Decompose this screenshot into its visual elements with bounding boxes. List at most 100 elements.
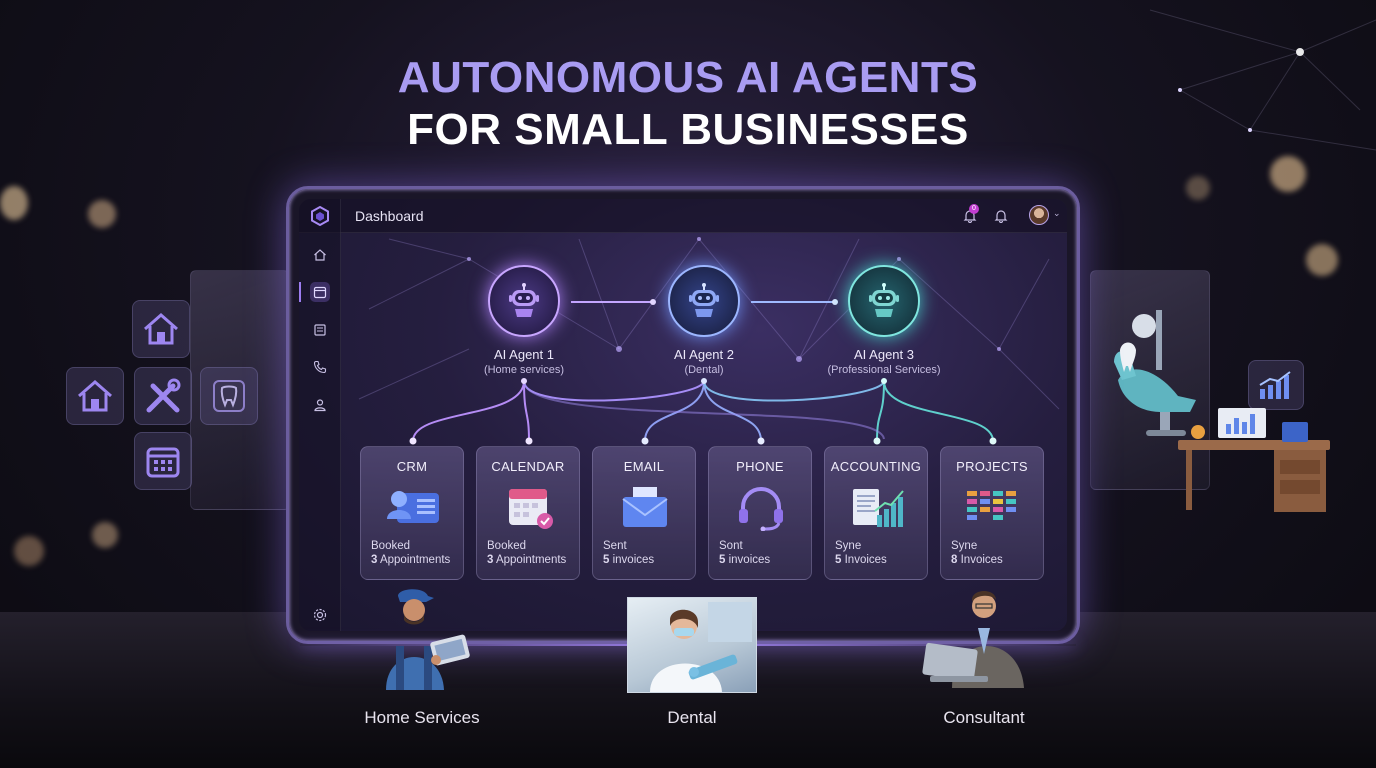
sidebar-item-documents[interactable]: [310, 320, 330, 340]
card-metric: 5 Invoices: [835, 554, 887, 566]
gear-icon: [313, 608, 327, 622]
agent-1-orb[interactable]: [488, 265, 560, 337]
app-logo[interactable]: [309, 205, 331, 227]
card-projects[interactable]: PROJECTS Syne 8 Invoices: [940, 446, 1044, 580]
bokeh-light: [92, 522, 118, 548]
home-tile: [132, 300, 190, 358]
agent-2-label: AI Agent 2 (Dental): [624, 347, 784, 376]
agent-2-name: AI Agent 2: [674, 347, 734, 362]
consultant-label: Consultant: [943, 708, 1025, 727]
agent-2-subtitle: (Dental): [684, 364, 724, 376]
consultant-illustration: [922, 591, 1024, 688]
card-title: PROJECTS: [956, 459, 1028, 474]
card-accounting[interactable]: ACCOUNTING Syne 5 Invoices: [824, 446, 928, 580]
tooth-tile: [200, 367, 258, 425]
headline-line-2: FOR SMALL BUSINESSES: [407, 105, 969, 154]
card-unit: Appointments: [495, 554, 567, 566]
card-calendar[interactable]: CALENDAR Booked 3 Appointments: [476, 446, 580, 580]
dentist-illustration: [650, 602, 752, 692]
card-title: PHONE: [736, 459, 784, 474]
bokeh-light: [0, 186, 28, 220]
robot-icon: [869, 283, 899, 317]
card-count: 5: [835, 554, 842, 566]
dashboard-screen: Dashboard 0 ⌄: [299, 199, 1067, 631]
card-unit: invoices: [612, 554, 655, 566]
card-status: Syne: [835, 540, 862, 552]
sidebar-item-settings[interactable]: [310, 605, 330, 625]
bokeh-light: [14, 536, 44, 566]
dental-chair-illustration: [1114, 310, 1196, 436]
headline: AUTONOMOUS AI AGENTS FOR SMALL BUSINESSE…: [0, 54, 1376, 158]
home-icon: [144, 313, 178, 345]
card-title: CALENDAR: [491, 459, 565, 474]
agent-3-orb[interactable]: [848, 265, 920, 337]
home-services-label: Home Services: [364, 708, 480, 727]
alerts-button[interactable]: [992, 207, 1010, 225]
user-icon: [314, 399, 326, 412]
tablet-frame: Dashboard 0 ⌄: [286, 186, 1080, 644]
card-metric: 8 Invoices: [951, 554, 1003, 566]
sidebar-item-phone[interactable]: [310, 357, 330, 377]
card-crm[interactable]: CRM Booked 3 Appointments: [360, 446, 464, 580]
agent-1-label: AI Agent 1 (Home services): [444, 347, 604, 376]
bell-icon: [994, 210, 1008, 223]
bokeh-light: [1186, 176, 1210, 200]
tools-icon: [146, 378, 181, 413]
calendar-check-icon: [509, 489, 553, 529]
home-icon: [78, 380, 112, 412]
chart-tile: [1248, 360, 1304, 410]
card-unit: Invoices: [960, 554, 1003, 566]
page-title: Dashboard: [355, 208, 424, 224]
top-bar: [299, 199, 1067, 233]
card-count: 3: [371, 554, 378, 566]
card-status: Booked: [487, 540, 527, 552]
headset-icon: [739, 487, 783, 531]
card-title: EMAIL: [623, 459, 665, 474]
robot-icon: [689, 283, 719, 317]
card-title: CRM: [396, 459, 428, 474]
sidebar: [299, 199, 341, 631]
card-status: Sont: [719, 540, 743, 552]
desk-illustration: [1178, 408, 1330, 512]
tools-tile: [134, 367, 192, 425]
agent-1-subtitle: (Home services): [483, 364, 565, 376]
tooth-icon: [213, 380, 245, 412]
agent-3-name: AI Agent 3: [854, 347, 914, 362]
hexagon-logo-icon: [311, 206, 329, 226]
growth-chart-icon: [1259, 371, 1291, 399]
headline-line-1: AUTONOMOUS AI AGENTS: [397, 53, 979, 102]
card-status: Booked: [371, 540, 411, 552]
notification-badge: 0: [969, 204, 979, 214]
card-email[interactable]: EMAIL Sent 5 invoices: [592, 446, 696, 580]
background-network: [1149, 9, 1376, 151]
sidebar-item-home[interactable]: [310, 245, 330, 265]
agent-3-label: AI Agent 3 (Professional Services): [804, 347, 964, 376]
agent-3-subtitle: (Professional Services): [827, 364, 941, 376]
agent-network: [358, 237, 1060, 445]
bokeh-light: [1306, 244, 1338, 276]
card-unit: invoices: [728, 554, 771, 566]
dental-photo: [627, 597, 757, 693]
dental-label: Dental: [667, 708, 717, 727]
card-count: 8: [951, 554, 958, 566]
sidebar-item-contacts[interactable]: [310, 395, 330, 415]
calendar-icon: [313, 286, 327, 299]
chevron-down-icon[interactable]: ⌄: [1053, 208, 1061, 218]
agent-2-orb[interactable]: [668, 265, 740, 337]
report-chart-icon: [853, 489, 904, 527]
sidebar-item-calendar[interactable]: [310, 282, 330, 302]
robot-icon: [509, 283, 539, 317]
card-count: 5: [719, 554, 726, 566]
user-avatar[interactable]: [1029, 205, 1049, 225]
calendar-icon: [146, 447, 180, 478]
home-icon: [314, 249, 326, 261]
contact-card-icon: [387, 491, 439, 523]
card-phone[interactable]: PHONE Sont 5 invoices: [708, 446, 812, 580]
card-title: ACCOUNTING: [830, 459, 922, 474]
bokeh-light: [88, 200, 116, 228]
document-icon: [314, 324, 326, 336]
envelope-icon: [622, 487, 668, 527]
sidebar-active-indicator: [299, 282, 301, 302]
home-services-worker-illustration: [386, 589, 470, 690]
card-count: 3: [487, 554, 494, 566]
